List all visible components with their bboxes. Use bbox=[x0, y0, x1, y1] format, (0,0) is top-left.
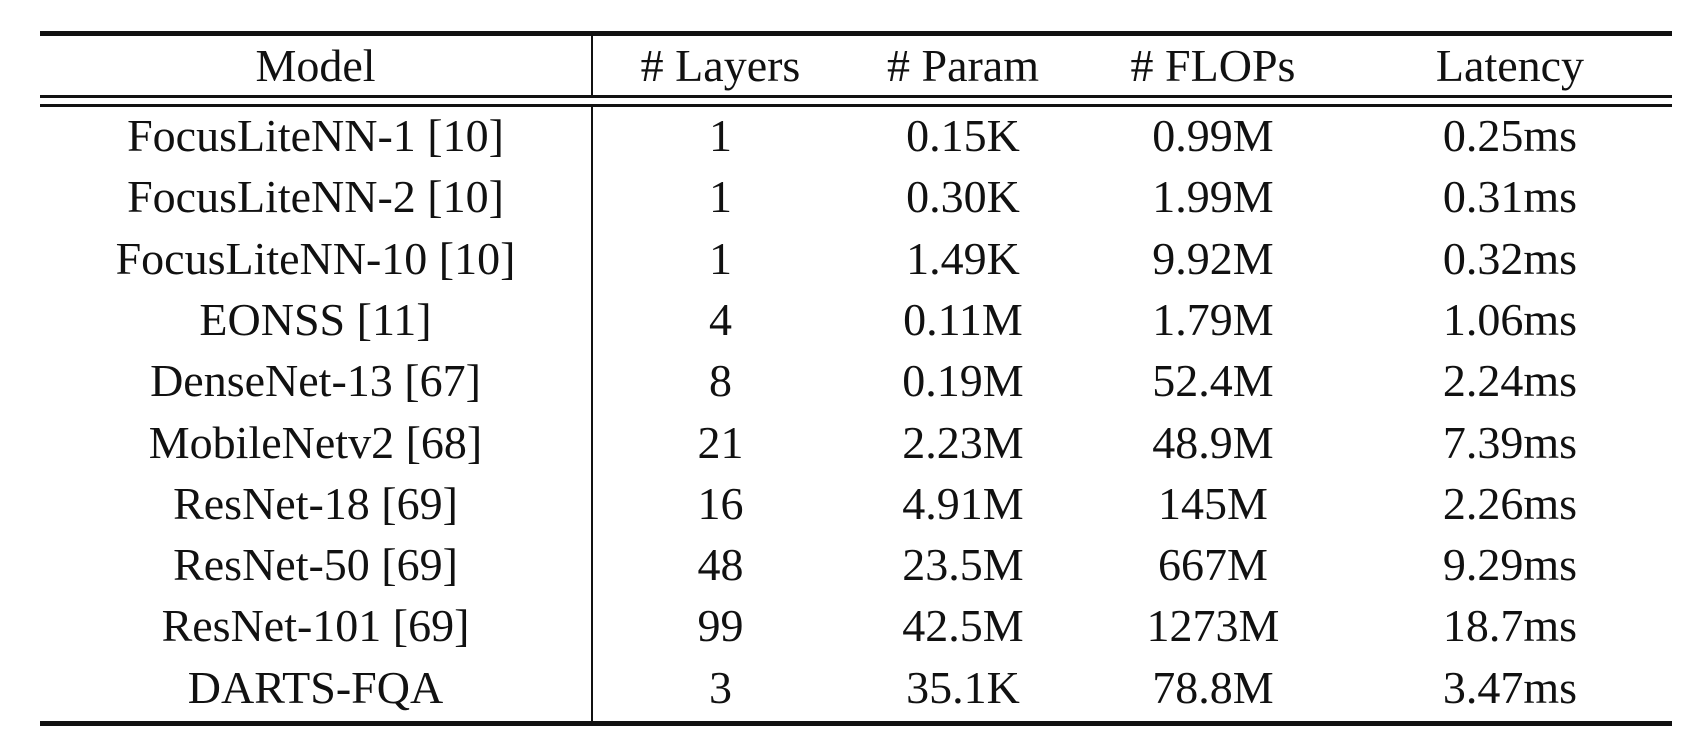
column-separator-body bbox=[591, 107, 593, 721]
cell-layers: 1 bbox=[709, 232, 732, 284]
cell-param: 0.19M bbox=[902, 355, 1024, 407]
cell-latency: 2.24ms bbox=[1442, 355, 1578, 407]
cell-model: ResNet-18 [69] bbox=[173, 477, 458, 529]
cell-flops: 1.79M bbox=[1152, 293, 1274, 345]
cell-model: ResNet-101 [69] bbox=[161, 600, 470, 652]
cell-layers: 8 bbox=[709, 355, 732, 407]
cell-param: 35.1K bbox=[906, 661, 1020, 713]
cell-model: DARTS-FQA bbox=[187, 661, 444, 713]
cell-param: 0.15K bbox=[906, 110, 1020, 161]
cell-layers: 48 bbox=[697, 539, 744, 591]
cell-model: MobileNetv2 [68] bbox=[148, 416, 483, 468]
bottom-rule bbox=[40, 721, 1672, 726]
cell-latency: 3.47ms bbox=[1442, 661, 1578, 713]
header-latency: Latency bbox=[1435, 40, 1585, 91]
cell-layers: 3 bbox=[709, 661, 732, 713]
cell-layers: 99 bbox=[697, 600, 744, 652]
cell-latency: 9.29ms bbox=[1442, 539, 1578, 591]
cell-model: FocusLiteNN-2 [10] bbox=[127, 171, 504, 223]
cell-layers: 16 bbox=[697, 477, 744, 529]
header-rule-upper bbox=[40, 95, 1672, 98]
cell-latency: 0.31ms bbox=[1442, 171, 1578, 223]
header-flops: # FLOPs bbox=[1130, 40, 1296, 91]
cell-latency: 7.39ms bbox=[1442, 416, 1578, 468]
header-rule-lower bbox=[40, 104, 1672, 107]
cell-param: 0.11M bbox=[903, 293, 1023, 345]
cell-model: FocusLiteNN-10 [10] bbox=[115, 232, 516, 284]
column-separator-header bbox=[591, 36, 593, 95]
cell-param: 0.30K bbox=[906, 171, 1020, 223]
cell-flops: 1273M bbox=[1146, 600, 1280, 652]
header-layers: # Layers bbox=[640, 40, 801, 91]
cell-latency: 18.7ms bbox=[1442, 600, 1578, 652]
cell-flops: 145M bbox=[1158, 477, 1268, 529]
cell-latency: 0.32ms bbox=[1442, 232, 1578, 284]
cell-flops: 78.8M bbox=[1152, 661, 1274, 713]
cell-param: 4.91M bbox=[902, 477, 1024, 529]
cell-model: FocusLiteNN-1 [10] bbox=[127, 110, 504, 161]
cell-layers: 1 bbox=[709, 171, 732, 223]
cell-model: ResNet-50 [69] bbox=[173, 539, 458, 591]
cell-layers: 1 bbox=[709, 110, 732, 161]
cell-latency: 1.06ms bbox=[1442, 293, 1578, 345]
cell-flops: 52.4M bbox=[1152, 355, 1274, 407]
cell-flops: 48.9M bbox=[1152, 416, 1274, 468]
header-model: Model bbox=[255, 40, 376, 91]
cell-param: 2.23M bbox=[902, 416, 1024, 468]
cell-model: DenseNet-13 [67] bbox=[150, 355, 481, 407]
top-rule bbox=[40, 31, 1672, 36]
cell-flops: 1.99M bbox=[1152, 171, 1274, 223]
cell-param: 42.5M bbox=[902, 600, 1024, 652]
cell-flops: 667M bbox=[1158, 539, 1268, 591]
cell-latency: 0.25ms bbox=[1442, 110, 1578, 161]
cell-param: 23.5M bbox=[902, 539, 1024, 591]
cell-layers: 4 bbox=[709, 293, 732, 345]
cell-flops: 0.99M bbox=[1152, 110, 1274, 161]
cell-latency: 2.26ms bbox=[1442, 477, 1578, 529]
cell-layers: 21 bbox=[697, 416, 744, 468]
cell-model: EONSS [11] bbox=[199, 293, 432, 345]
cell-param: 1.49K bbox=[906, 232, 1020, 284]
cell-flops: 9.92M bbox=[1152, 232, 1274, 284]
header-param: # Param bbox=[886, 40, 1039, 91]
